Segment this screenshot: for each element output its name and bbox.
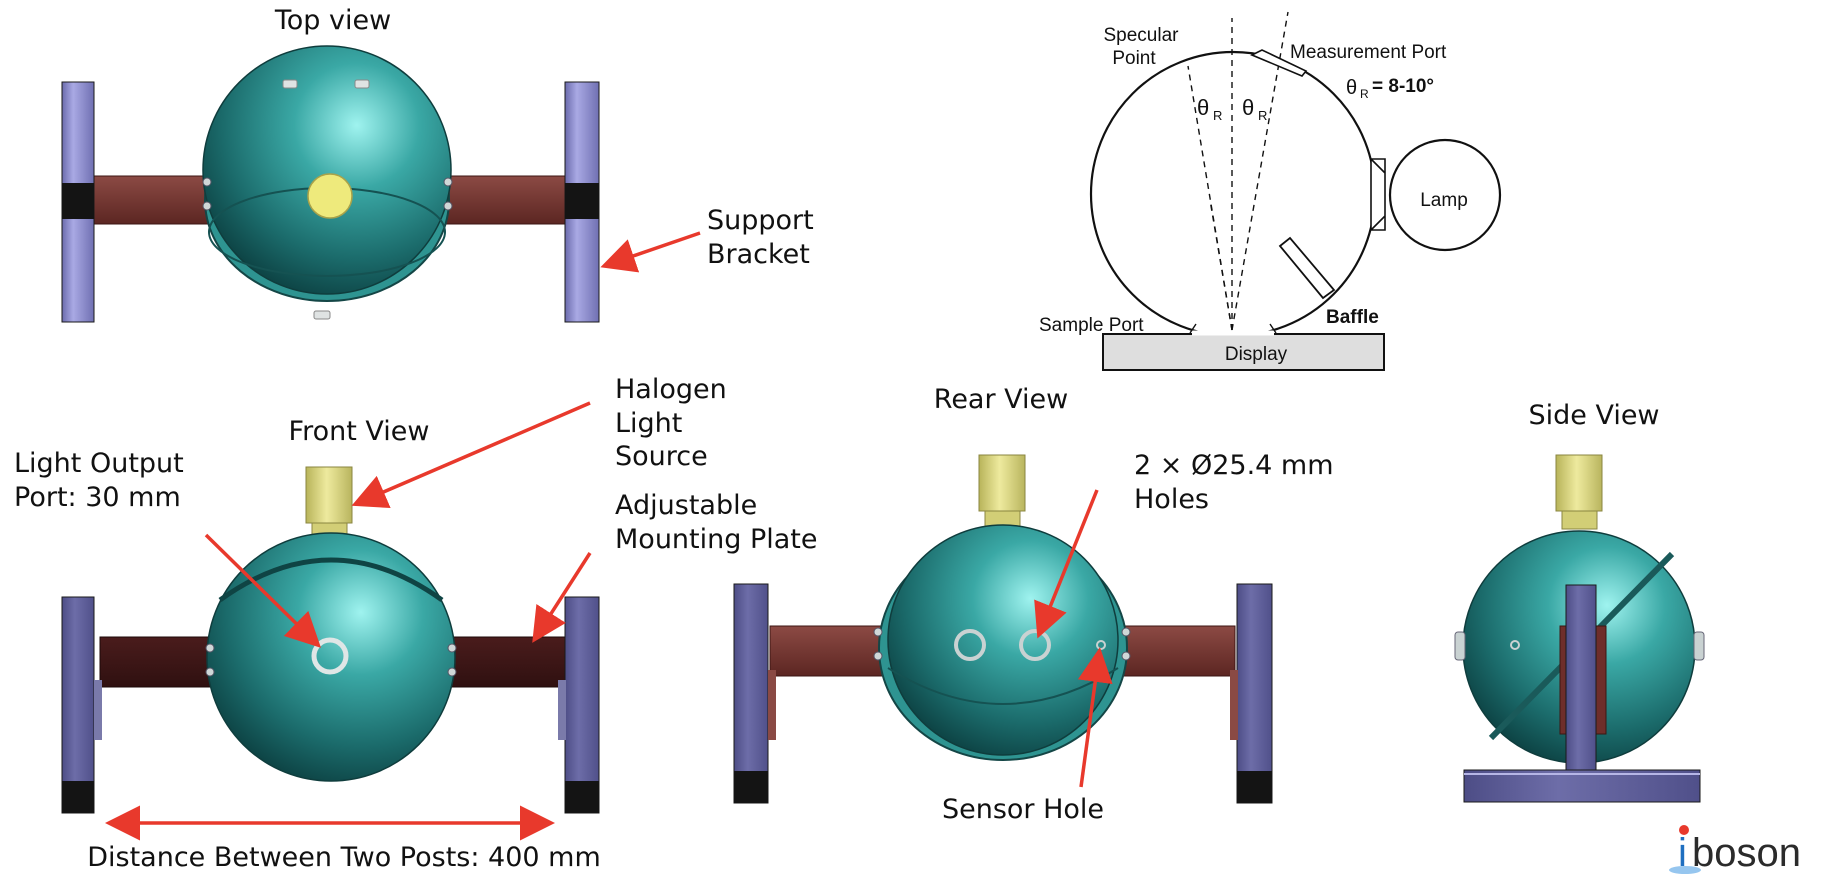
side-post <box>1565 584 1597 782</box>
front-halogen-lamp <box>305 466 353 524</box>
top-sphere <box>202 45 452 295</box>
halogen-label-2: Light <box>615 408 682 439</box>
theta-value: θ R = 8-10° <box>1346 76 1434 101</box>
front-view: Front View Halogen Light Source Light <box>14 374 818 873</box>
iboson-logo: i boson <box>1669 825 1801 875</box>
top-lamp-port <box>307 173 353 219</box>
svg-text:θ: θ <box>1197 95 1209 120</box>
mounting-plate-arrow <box>532 552 592 643</box>
rear-view-title: Rear View <box>934 384 1068 415</box>
schematic-sphere <box>1089 50 1377 338</box>
distance-label: Distance Between Two Posts: 400 mm <box>87 842 601 873</box>
front-left-post <box>61 596 102 814</box>
svg-text:R: R <box>1258 108 1267 123</box>
logo-text: boson <box>1692 831 1801 875</box>
front-light-output-port <box>311 637 349 675</box>
side-port-left <box>1454 631 1466 661</box>
schematic-lamp-label: Lamp <box>1420 190 1468 211</box>
theta-value-text: = 8-10° <box>1372 76 1434 97</box>
support-bracket-label-2: Bracket <box>707 239 810 270</box>
measurement-port-label: Measurement Port <box>1290 42 1447 63</box>
light-output-label-2: Port: 30 mm <box>14 482 181 513</box>
schematic-display-label: Display <box>1225 344 1288 365</box>
sensor-hole-label: Sensor Hole <box>942 794 1104 825</box>
rear-hole-1 <box>954 629 986 661</box>
halogen-label-3: Source <box>615 441 708 472</box>
svg-text:R: R <box>1360 87 1369 101</box>
rear-left-post <box>733 583 776 804</box>
rear-halogen-lamp <box>978 454 1026 512</box>
halogen-arrow <box>351 401 591 508</box>
svg-text:θ: θ <box>1346 77 1357 99</box>
svg-text:R: R <box>1213 108 1222 123</box>
baffle-shape <box>1278 236 1336 300</box>
theta-right: θ R <box>1242 95 1267 123</box>
sample-port-label: Sample Port <box>1039 315 1144 336</box>
light-output-arrow <box>204 533 321 648</box>
theta-left: θ R <box>1197 95 1222 123</box>
holes-arrow <box>1034 489 1099 639</box>
top-view-title: Top view <box>274 5 391 36</box>
mounting-plate-label-1: Adjustable <box>615 490 757 521</box>
support-bracket-label-1: Support <box>707 205 814 236</box>
side-view: Side View <box>1454 400 1705 803</box>
holes-label-1: 2 × Ø25.4 mm <box>1134 450 1334 481</box>
halogen-label-1: Halogen <box>615 374 727 405</box>
left-post <box>61 81 95 323</box>
rear-sphere <box>887 524 1119 756</box>
specular-point-label-2: Point <box>1112 48 1156 69</box>
sensor-hole-arrow <box>1077 647 1113 788</box>
rear-view: Rear View 2 × Ø25.4 mm Holes Sensor H <box>733 384 1334 825</box>
support-bracket-arrow <box>600 231 701 273</box>
measurement-port-shape <box>1250 49 1308 77</box>
rear-right-post <box>1230 583 1273 804</box>
sphere-schematic: Lamp Display Specular Point Measurement … <box>1039 11 1502 371</box>
logo-i: i <box>1678 831 1687 875</box>
schematic-display <box>1102 333 1385 371</box>
mounting-plate-label-2: Mounting Plate <box>615 524 818 555</box>
holes-label-2: Holes <box>1134 484 1209 515</box>
front-view-title: Front View <box>289 416 430 447</box>
front-right-post <box>558 596 600 814</box>
right-post <box>564 81 600 323</box>
baffle-label: Baffle <box>1326 307 1379 328</box>
side-halogen-lamp <box>1555 454 1603 512</box>
side-base <box>1463 769 1701 803</box>
svg-text:θ: θ <box>1242 95 1254 120</box>
top-view: Top view Support Bracket <box>61 5 814 323</box>
schematic-lamp <box>1388 138 1502 252</box>
specular-point-label-1: Specular <box>1104 25 1180 46</box>
light-output-label-1: Light Output <box>14 448 184 479</box>
side-view-title: Side View <box>1528 400 1659 431</box>
side-port-right <box>1693 631 1705 661</box>
